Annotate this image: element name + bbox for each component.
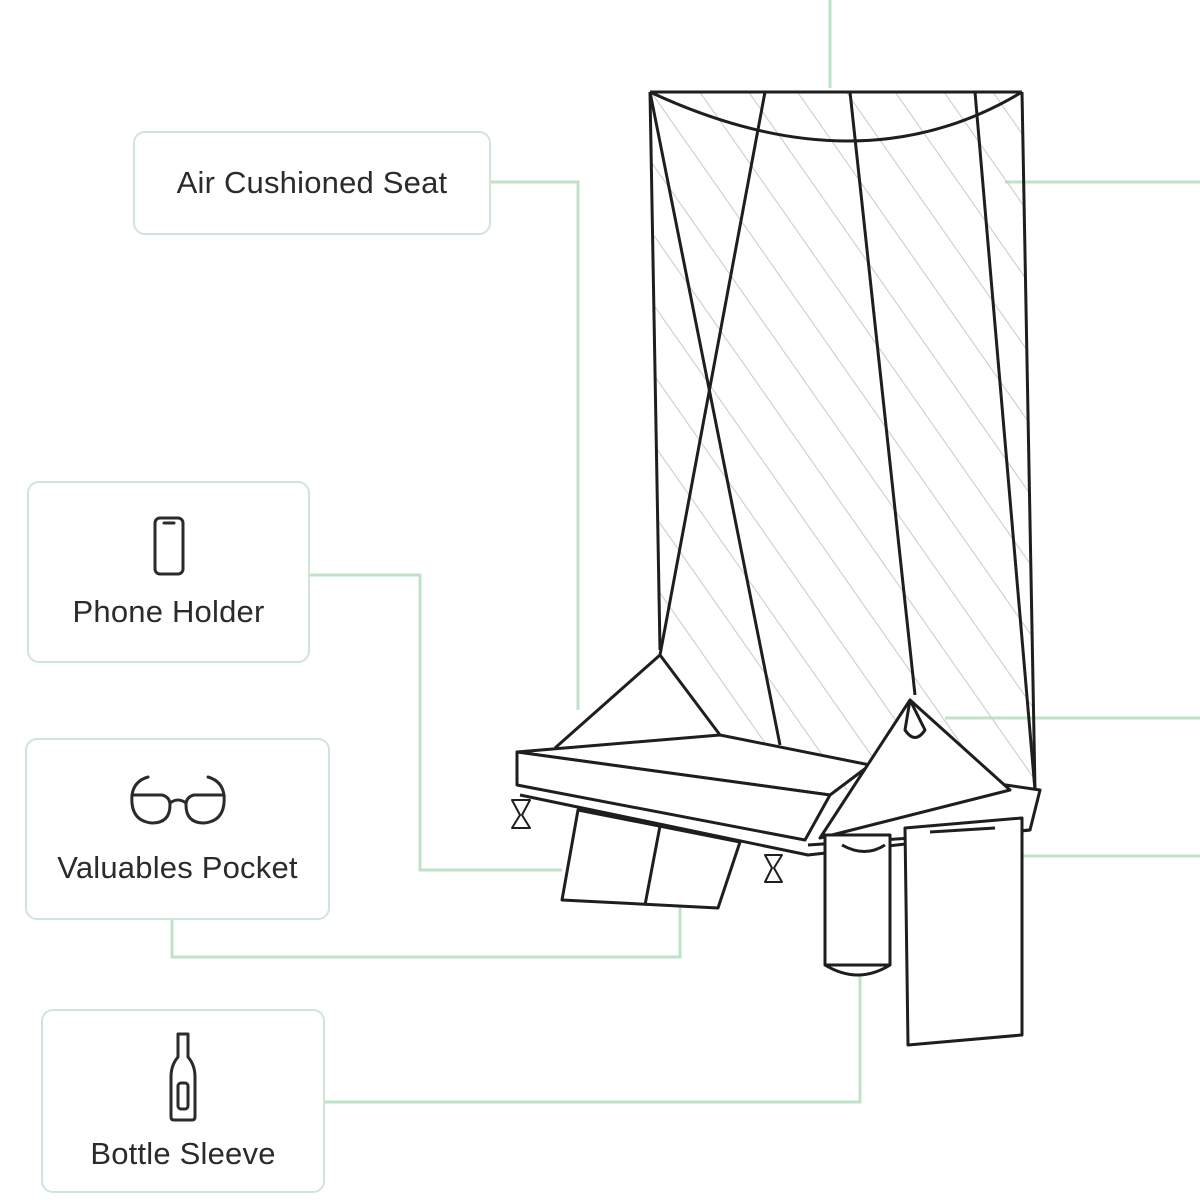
strap-2 xyxy=(658,91,767,656)
valuables-pocket-divider xyxy=(643,825,662,906)
bottle-sleeve-bottom xyxy=(824,963,891,977)
leader-line-seat xyxy=(491,180,580,710)
phone-holder-slot xyxy=(929,826,996,834)
callout-phone-holder: Phone Holder xyxy=(27,481,310,663)
callout-label: Bottle Sleeve xyxy=(90,1135,276,1171)
bottle-sleeve xyxy=(823,833,892,967)
backrest-left-edge xyxy=(648,91,662,651)
strap-3 xyxy=(848,91,917,696)
strap-1 xyxy=(648,91,782,746)
seat-cushion-front xyxy=(515,750,832,842)
backrest-fabric xyxy=(650,92,1035,790)
bottle-sleeve-opening xyxy=(841,843,886,853)
leader-line-phone xyxy=(310,573,562,872)
phone-holder-panel xyxy=(903,816,1024,1047)
left-support xyxy=(554,653,722,750)
glasses-icon xyxy=(129,775,226,825)
clip-left xyxy=(511,799,531,829)
clip-right xyxy=(764,854,783,883)
bottle-icon xyxy=(169,1032,197,1122)
callout-bottle-sleeve: Bottle Sleeve xyxy=(41,1009,325,1193)
leader-line-pocket xyxy=(170,905,682,959)
right-support xyxy=(818,698,1012,840)
valuables-pocket xyxy=(560,808,742,910)
callout-valuables-pocket: Valuables Pocket xyxy=(25,738,330,920)
callout-label: Air Cushioned Seat xyxy=(176,164,448,200)
backrest-right-edge xyxy=(1020,91,1037,791)
strap-4 xyxy=(973,91,1037,791)
hanging-hole xyxy=(903,698,927,739)
seat-drawing xyxy=(511,90,1042,1047)
callout-label: Phone Holder xyxy=(72,593,265,629)
leader-line-bottle xyxy=(325,975,862,1104)
phone-icon xyxy=(153,516,184,576)
callout-air-cushioned-seat: Air Cushioned Seat xyxy=(133,131,491,235)
callout-label: Valuables Pocket xyxy=(57,849,298,885)
